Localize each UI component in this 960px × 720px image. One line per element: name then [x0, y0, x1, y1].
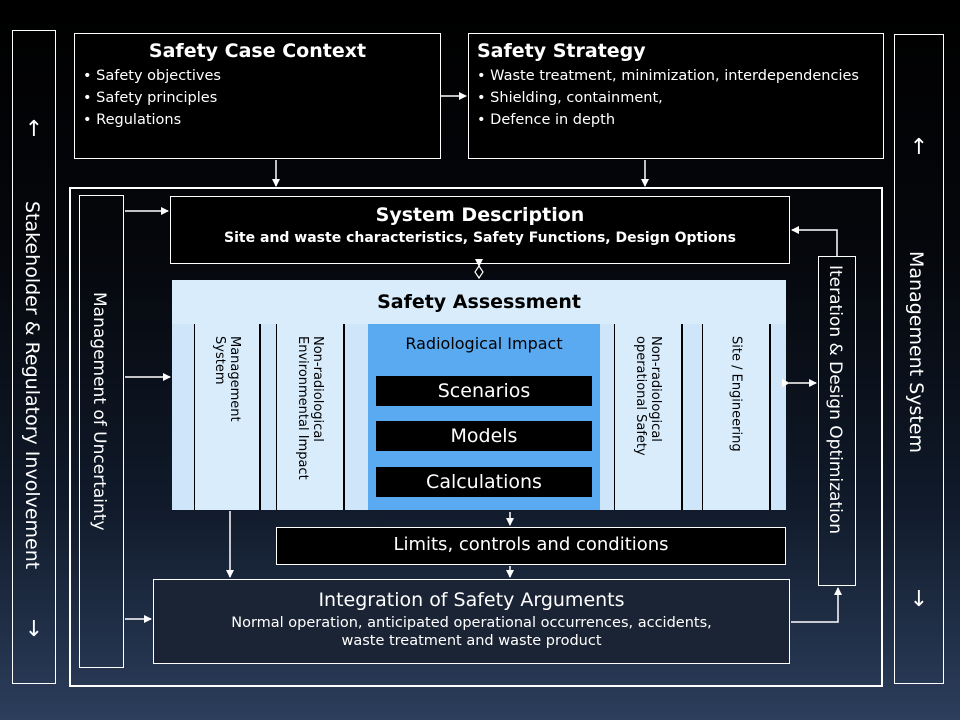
uncertainty-label: Management of Uncertainty [89, 292, 109, 531]
safety-strategy-box: Safety Strategy Waste treatment, minimiz… [468, 33, 884, 159]
safety-strategy-list: Waste treatment, minimization, interdepe… [477, 65, 875, 131]
down-arrow-icon: ↓ [24, 617, 44, 642]
outer-frame [69, 187, 883, 687]
list-item: Regulations [83, 109, 432, 131]
stakeholder-bar: ↑ Stakeholder & Regulatory Involvement ↓ [12, 30, 56, 684]
management-system-bar: ↑ Management System ↓ [894, 34, 944, 684]
calculations-box: Calculations [376, 467, 592, 497]
assessment-strip [770, 324, 786, 510]
down-arrow-icon: ↓ [909, 587, 929, 612]
management-system-column: Management System [194, 324, 260, 510]
up-arrow-icon: ↑ [909, 135, 929, 160]
site-engineering-column: Site / Engineering [702, 324, 770, 510]
iteration-bar: Iteration & Design Optimization [818, 256, 856, 586]
safety-assessment-title: Safety Assessment [377, 291, 581, 313]
list-item: Safety principles [83, 87, 432, 109]
limits-label: Limits, controls and conditions [393, 534, 669, 555]
non-radiological-operational-column: Non-radiological operational Safety [614, 324, 682, 510]
safety-case-context-title: Safety Case Context [148, 40, 367, 62]
assessment-strip [172, 324, 194, 510]
management-system-column-label: Management System [212, 336, 242, 422]
assessment-strip [260, 324, 276, 510]
integration-line2: waste treatment and waste product [341, 633, 602, 649]
list-item: Waste treatment, minimization, interdepe… [477, 65, 875, 87]
non-radiological-operational-label: Non-radiological operational Safety [633, 336, 663, 456]
integration-line1: Normal operation, anticipated operationa… [231, 615, 712, 631]
safety-case-context-box: Safety Case Context Safety objectives Sa… [74, 33, 441, 159]
assessment-strip [682, 324, 702, 510]
system-description-title: System Description [375, 204, 585, 226]
system-description-subtitle: Site and waste characteristics, Safety F… [224, 230, 736, 246]
safety-strategy-title: Safety Strategy [477, 40, 646, 62]
non-radiological-environmental-label: Non-radiological Environmental Impact [295, 336, 325, 480]
iteration-label: Iteration & Design Optimization [825, 265, 845, 535]
radiological-impact-title: Radiological Impact [405, 334, 563, 353]
safety-case-context-list: Safety objectives Safety principles Regu… [83, 65, 432, 131]
list-item: Defence in depth [477, 109, 875, 131]
non-radiological-environmental-column: Non-radiological Environmental Impact [276, 324, 344, 510]
safety-assessment-header: Safety Assessment [172, 280, 786, 324]
stakeholder-label: Stakeholder & Regulatory Involvement [21, 201, 43, 570]
assessment-strip [344, 324, 368, 510]
management-system-label: Management System [905, 251, 927, 454]
system-description-box: System Description Site and waste charac… [170, 196, 790, 264]
site-engineering-label: Site / Engineering [728, 336, 744, 452]
models-box: Models [376, 421, 592, 451]
integration-title: Integration of Safety Arguments [318, 589, 625, 611]
integration-box: Integration of Safety Arguments Normal o… [153, 579, 790, 664]
assessment-strip [600, 324, 614, 510]
uncertainty-bar: Management of Uncertainty [79, 195, 124, 668]
list-item: Shielding, containment, [477, 87, 875, 109]
limits-box: Limits, controls and conditions [276, 527, 786, 565]
up-arrow-icon: ↑ [24, 117, 44, 142]
list-item: Safety objectives [83, 65, 432, 87]
scenarios-box: Scenarios [376, 376, 592, 406]
